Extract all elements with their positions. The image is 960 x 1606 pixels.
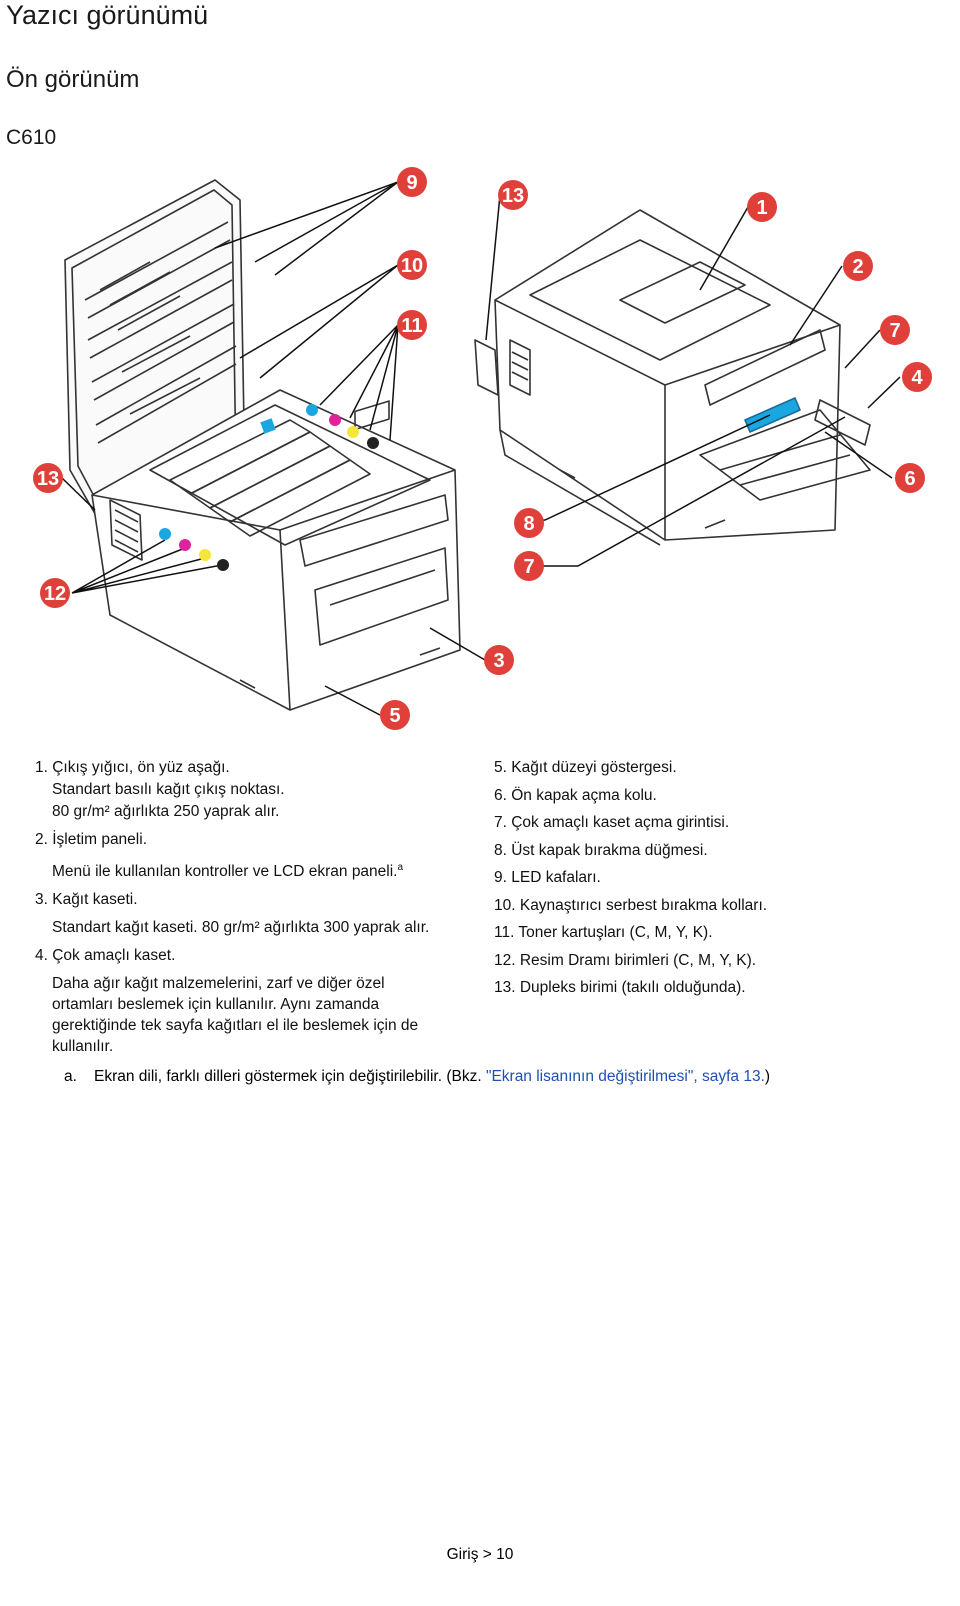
section-heading: Ön görünüm [6, 66, 140, 93]
callout-4: 4 [902, 362, 932, 392]
svg-text:10: 10 [401, 255, 423, 277]
parts-list-left: 1. Çıkış yığıcı, ön yüz aşağı. Standart … [35, 757, 475, 1057]
svg-text:13: 13 [502, 185, 524, 207]
list-item-detail: 80 gr/m² ağırlıkta 250 yaprak alır. [52, 803, 280, 820]
callout-8: 8 [514, 508, 544, 538]
page-title: Yazıcı görünümü [6, 0, 209, 30]
svg-text:13: 13 [37, 468, 59, 490]
list-item: 10. Kaynaştırıcı serbest bırakma kolları… [494, 896, 768, 914]
callout-10: 10 [397, 250, 427, 280]
svg-text:3: 3 [493, 650, 504, 672]
callout-5: 5 [380, 700, 410, 730]
callout-11: 11 [397, 310, 427, 340]
callout-13-left: 13 [33, 463, 63, 493]
list-item: 4. Çok amaçlı kaset. [35, 947, 176, 964]
list-item: 6. Ön kapak açma kolu. [494, 786, 657, 804]
svg-text:8: 8 [523, 513, 534, 535]
color-markers [159, 404, 379, 571]
list-item: 12. Resim Dramı birimleri (C, M, Y, K). [494, 951, 757, 969]
printer-front-view-illustration: 9 13 1 10 2 11 7 4 13 6 8 7 12 3 5 [33, 167, 932, 730]
svg-text:5: 5 [389, 705, 400, 727]
svg-text:11: 11 [401, 315, 422, 337]
callout-3: 3 [484, 645, 514, 675]
svg-text:1: 1 [756, 197, 767, 219]
list-item-detail: Daha ağır kağıt malzemelerini, zarf ve d… [52, 975, 419, 1055]
callout-13-top: 13 [498, 180, 528, 210]
closed-printer-drawing [474, 209, 871, 546]
list-item: 11. Toner kartuşları (C, M, Y, K). [494, 924, 713, 941]
footnote-close: ) [764, 1068, 771, 1085]
list-item: 3. Kağıt kaseti. [35, 891, 138, 908]
list-item: 1. Çıkış yığıcı, ön yüz aşağı. [35, 759, 230, 776]
list-item-detail: Menü ile kullanılan kontroller ve LCD ek… [52, 862, 404, 880]
callout-9: 9 [397, 167, 427, 197]
list-item: 13. Dupleks birimi (takılı olduğunda). [494, 979, 746, 996]
footnote-ref[interactable]: a [397, 862, 404, 873]
list-item-detail: Standart kağıt kaseti. 80 gr/m² ağırlıkt… [52, 919, 430, 936]
list-item: 7. Çok amaçlı kaset açma girintisi. [494, 814, 730, 831]
svg-text:7: 7 [523, 556, 534, 578]
list-item-detail: Standart basılı kağıt çıkış noktası. [52, 781, 285, 798]
svg-text:2: 2 [852, 256, 863, 278]
callout-6: 6 [895, 463, 925, 493]
list-item: 5. Kağıt düzeyi göstergesi. [494, 759, 677, 776]
page-footer: Giriş > 10 [446, 1546, 514, 1563]
callout-12: 12 [40, 578, 70, 608]
svg-text:9: 9 [406, 172, 417, 194]
parts-list-right: 5. Kağıt düzeyi göstergesi. 6. Ön kapak … [494, 757, 934, 1005]
open-printer-drawing [64, 179, 461, 711]
callout-7-bottom: 7 [514, 551, 544, 581]
model-heading: C610 [6, 126, 57, 149]
footnote: a. Ekran dili, farklı dilleri göstermek i… [64, 1068, 770, 1086]
callout-2: 2 [843, 251, 873, 281]
list-item: 9. LED kafaları. [494, 869, 601, 886]
callout-7-top: 7 [880, 315, 910, 345]
svg-text:7: 7 [889, 320, 900, 342]
svg-text:6: 6 [904, 468, 915, 490]
footnote-letter: a. [64, 1068, 77, 1085]
svg-text:12: 12 [44, 583, 66, 605]
footnote-text: Ekran dili, farklı dilleri göstermek içi… [94, 1068, 486, 1085]
svg-text:4: 4 [911, 367, 923, 389]
footnote-link[interactable]: "Ekran lisanının değiştirilmesi", sayfa … [485, 1068, 765, 1085]
list-item: 8. Üst kapak bırakma düğmesi. [494, 841, 708, 859]
callout-1: 1 [747, 192, 777, 222]
list-item: 2. İşletim paneli. [35, 831, 147, 848]
